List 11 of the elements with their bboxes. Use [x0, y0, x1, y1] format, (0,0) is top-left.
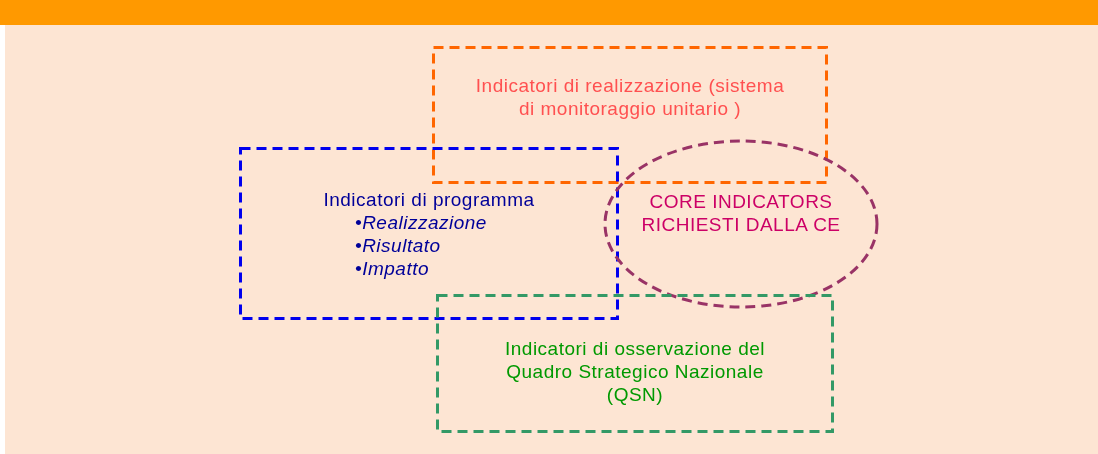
box-heading: CORE INDICATORS RICHIESTI DALLA CE — [640, 190, 842, 236]
bullet-item: •Impatto — [355, 257, 431, 280]
dashed-box — [436, 294, 834, 433]
dashed-box — [239, 147, 619, 320]
bullet-item: •Risultato — [355, 234, 442, 257]
dashed-box — [432, 46, 828, 184]
box-heading: Indicatori di programma — [322, 188, 536, 211]
box-heading: Indicatori di realizzazione (sistema di monitoraggio unitario ) — [474, 74, 786, 120]
bullet-item: •Realizzazione — [355, 211, 488, 234]
box-heading: Indicatori di osservazione del Quadro Strategico Nazionale (QSN) — [504, 337, 766, 406]
dashed-ellipse — [603, 139, 879, 309]
